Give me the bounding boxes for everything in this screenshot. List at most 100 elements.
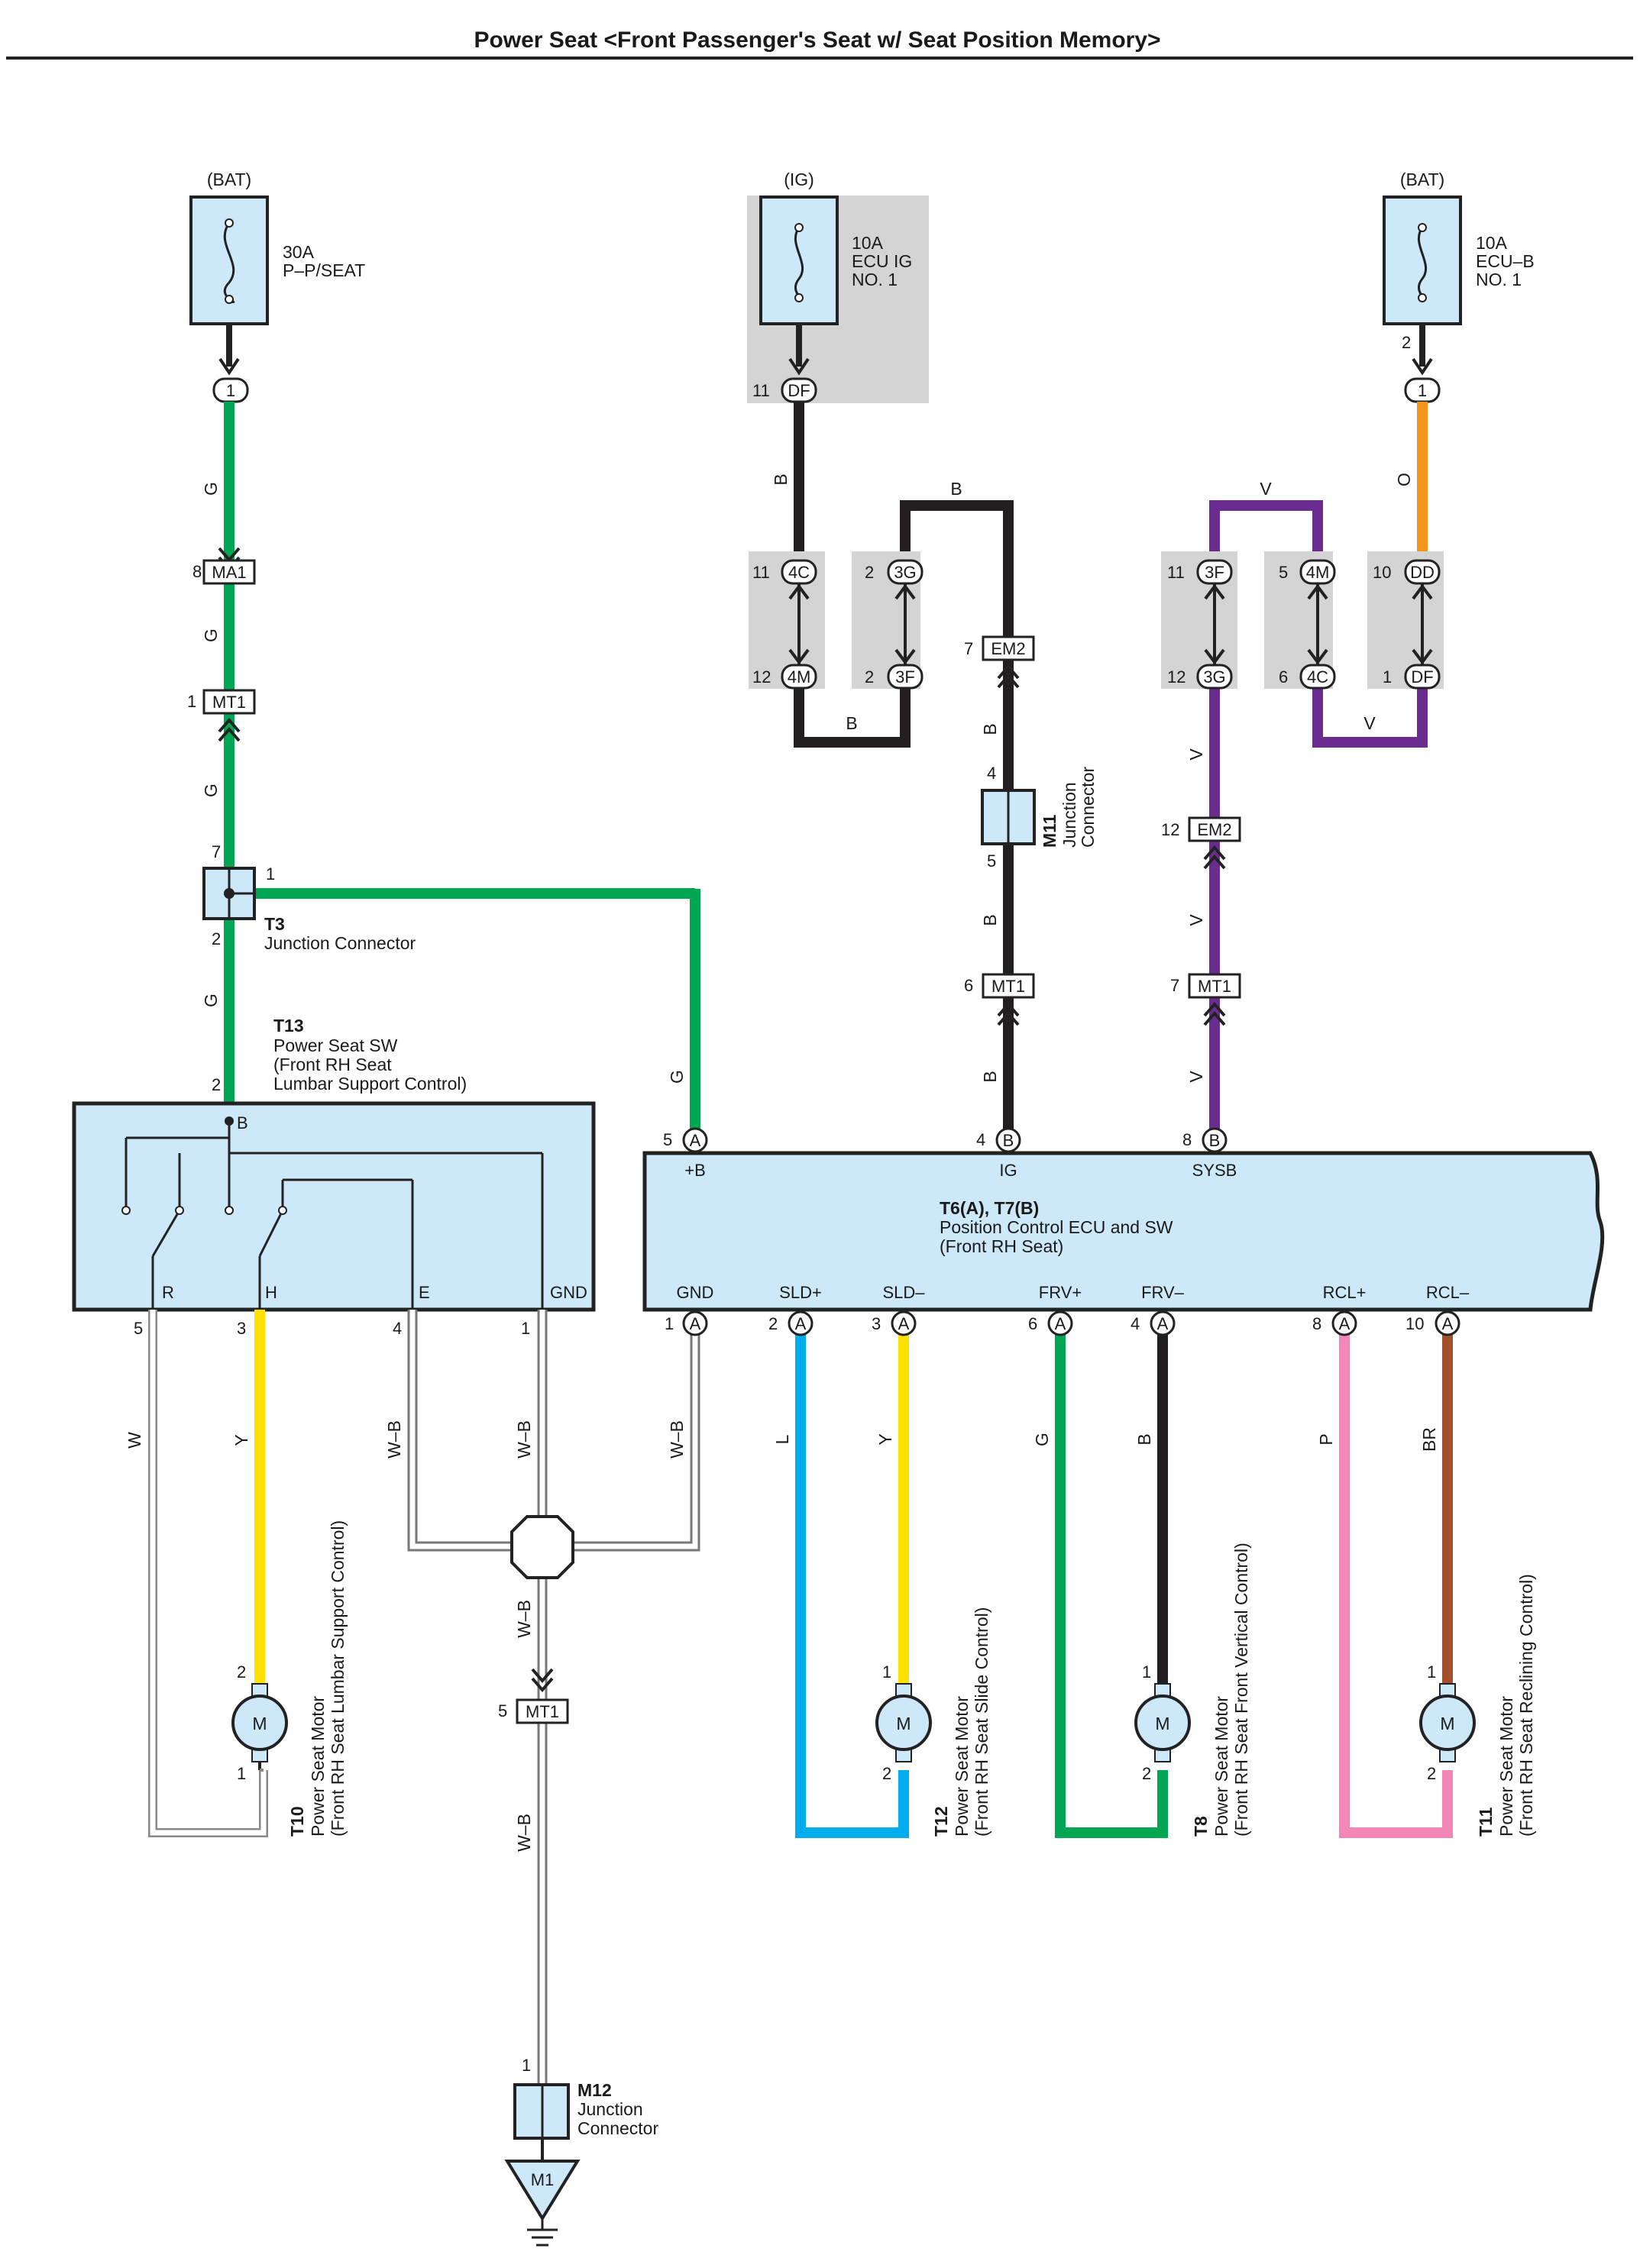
ecu-id: T6(A), T7(B) bbox=[940, 1198, 1039, 1218]
label-connectors-one: 1 bbox=[1418, 381, 1427, 400]
label-pins-p3: 3 bbox=[872, 1314, 881, 1333]
label-pins-p10: 10 bbox=[1405, 1314, 1424, 1333]
label-connectors-m1: M1 bbox=[531, 2170, 555, 2189]
label-pins-p3: 3 bbox=[237, 1319, 246, 1338]
label-pins-p2: 2 bbox=[212, 1075, 221, 1094]
label-pins-p2: 2 bbox=[1427, 1764, 1436, 1783]
diagram-circle bbox=[225, 218, 234, 228]
conn-mt1-ground bbox=[516, 1698, 569, 1724]
label-wire_letters-g: G bbox=[1032, 1433, 1052, 1446]
label-wire_letters-g: G bbox=[201, 628, 221, 642]
conn-em2-v bbox=[1188, 816, 1241, 842]
label-wire_letters-g: G bbox=[667, 1070, 687, 1084]
label-wire_letters-br: BR bbox=[1419, 1427, 1439, 1452]
label-pins-p2: 2 bbox=[882, 1764, 891, 1783]
wire-w-loop bbox=[148, 1310, 268, 1837]
label-pins-p7: 7 bbox=[964, 639, 973, 658]
label-motors-t8-name: Power Seat Motor bbox=[1211, 1696, 1231, 1837]
label-wire_letters-b: B bbox=[950, 479, 962, 499]
label-wire_letters-v: V bbox=[1260, 479, 1272, 499]
label-sources-bat2-name1: ECU–B bbox=[1476, 251, 1535, 271]
diagram-line bbox=[258, 1210, 284, 1257]
bat1-label: (BAT) bbox=[207, 170, 251, 189]
label-m11-name1: Junction bbox=[1059, 782, 1079, 848]
diagram-path bbox=[997, 1001, 1020, 1026]
fuse-ecub-box bbox=[1383, 195, 1462, 325]
label-pins-p1: 1 bbox=[266, 864, 275, 884]
label-pins-p2: 2 bbox=[1142, 1764, 1151, 1783]
label-pins-p1: 1 bbox=[1142, 1662, 1151, 1682]
label-pins-p12: 12 bbox=[752, 667, 771, 687]
t8-motor bbox=[1134, 1695, 1191, 1751]
label-t13-line3: Lumbar Support Control) bbox=[273, 1074, 467, 1094]
label-connectors-a: A bbox=[1339, 1314, 1350, 1333]
label-wire_letters-v: V bbox=[1186, 748, 1206, 761]
diagram-circle bbox=[1331, 1310, 1357, 1336]
label-ecu-top_terms-1: IG bbox=[999, 1161, 1017, 1180]
label-sources-bat2-amp: 10A bbox=[1476, 233, 1508, 253]
diagram-circle bbox=[788, 1310, 814, 1336]
label-pins-p1: 1 bbox=[521, 1319, 530, 1338]
label-connectors-a: A bbox=[1055, 1314, 1066, 1333]
label-ecu-bottom_terms-1: SLD+ bbox=[779, 1283, 822, 1302]
ecu-name: Position Control ECU and SW bbox=[940, 1217, 1173, 1237]
label-connectors-df2: DF bbox=[1411, 667, 1433, 687]
label-motors-t11-name: Power Seat Motor bbox=[1496, 1696, 1516, 1837]
label-connectors-a: A bbox=[690, 1314, 701, 1333]
diagram-circle bbox=[175, 1206, 184, 1215]
label-connectors-c3f: 3F bbox=[895, 667, 915, 687]
label-connectors-c3g: 3G bbox=[894, 563, 916, 582]
label-ecu-top_terms-2: SYSB bbox=[1192, 1161, 1237, 1180]
diagram-path bbox=[1209, 500, 1323, 563]
label-wire_letters-o: O bbox=[1394, 473, 1414, 486]
label-pins-p7: 7 bbox=[212, 842, 221, 861]
label-pins-p8: 8 bbox=[1182, 1130, 1192, 1149]
label-connectors-a: A bbox=[690, 1131, 701, 1150]
diagram-circle bbox=[225, 1206, 234, 1215]
label-pins-p2: 2 bbox=[237, 1662, 246, 1682]
ecu-position-control bbox=[642, 1151, 1605, 1312]
label-m12-name1: Junction bbox=[577, 2099, 643, 2119]
diagram-path bbox=[218, 717, 241, 742]
label-wire_letters-wb: W–B bbox=[384, 1420, 404, 1459]
label-motors-t11-sub: (Front RH Seat Reclining Control) bbox=[1516, 1574, 1536, 1837]
label-connectors-df: DF bbox=[788, 381, 810, 400]
label-t13-line1: Power Seat SW bbox=[273, 1035, 398, 1055]
label-t13-terms-r: R bbox=[162, 1283, 174, 1302]
label-ecu-bottom_terms-0: GND bbox=[677, 1283, 714, 1302]
label-wire_letters-y: Y bbox=[875, 1433, 895, 1445]
diagram-circle bbox=[1202, 1127, 1228, 1153]
diagram-path bbox=[1312, 676, 1428, 748]
ground-m1 bbox=[504, 2160, 581, 2221]
label-connectors-a: A bbox=[1442, 1314, 1454, 1333]
label-pins-p2: 2 bbox=[212, 929, 221, 948]
conn-em2-b bbox=[982, 635, 1035, 661]
label-connectors-a: A bbox=[1157, 1314, 1169, 1333]
conn-mt1-left bbox=[202, 689, 256, 715]
label-pins-p4: 4 bbox=[393, 1319, 402, 1338]
label-connectors-ma1: MA1 bbox=[212, 563, 246, 582]
label-pins-p2: 2 bbox=[768, 1314, 778, 1333]
label-wire_letters-g: G bbox=[201, 993, 221, 1007]
label-connectors-c4m: 4M bbox=[788, 667, 811, 687]
diagram-circle bbox=[1418, 223, 1427, 232]
label-sources-ig-amp: 10A bbox=[852, 233, 884, 253]
diagram-path bbox=[218, 357, 240, 376]
fuse-30a-box bbox=[189, 195, 269, 325]
label-sources-bat2-label: (BAT) bbox=[1400, 170, 1444, 189]
diagram-circle bbox=[1150, 1310, 1176, 1336]
diagram-circle bbox=[1047, 1310, 1073, 1336]
wire-l-slide bbox=[795, 1323, 909, 1838]
label-wire_letters-b: B bbox=[1134, 1433, 1154, 1445]
label-pins-p5: 5 bbox=[1279, 563, 1288, 582]
diagram-path bbox=[1307, 583, 1328, 665]
label-m11-name2: Connector bbox=[1078, 767, 1098, 848]
label-wire_letters-w: W bbox=[125, 1432, 144, 1449]
label-pins-p6: 6 bbox=[964, 976, 973, 995]
label-ecu-bottom_terms-5: RCL+ bbox=[1323, 1283, 1367, 1302]
wire-g-vertical bbox=[1055, 1323, 1168, 1838]
label-pins-p5: 5 bbox=[987, 851, 996, 871]
label-t13-terms-gnd: GND bbox=[550, 1283, 587, 1302]
label-t13-line2: (Front RH Seat bbox=[273, 1055, 392, 1074]
